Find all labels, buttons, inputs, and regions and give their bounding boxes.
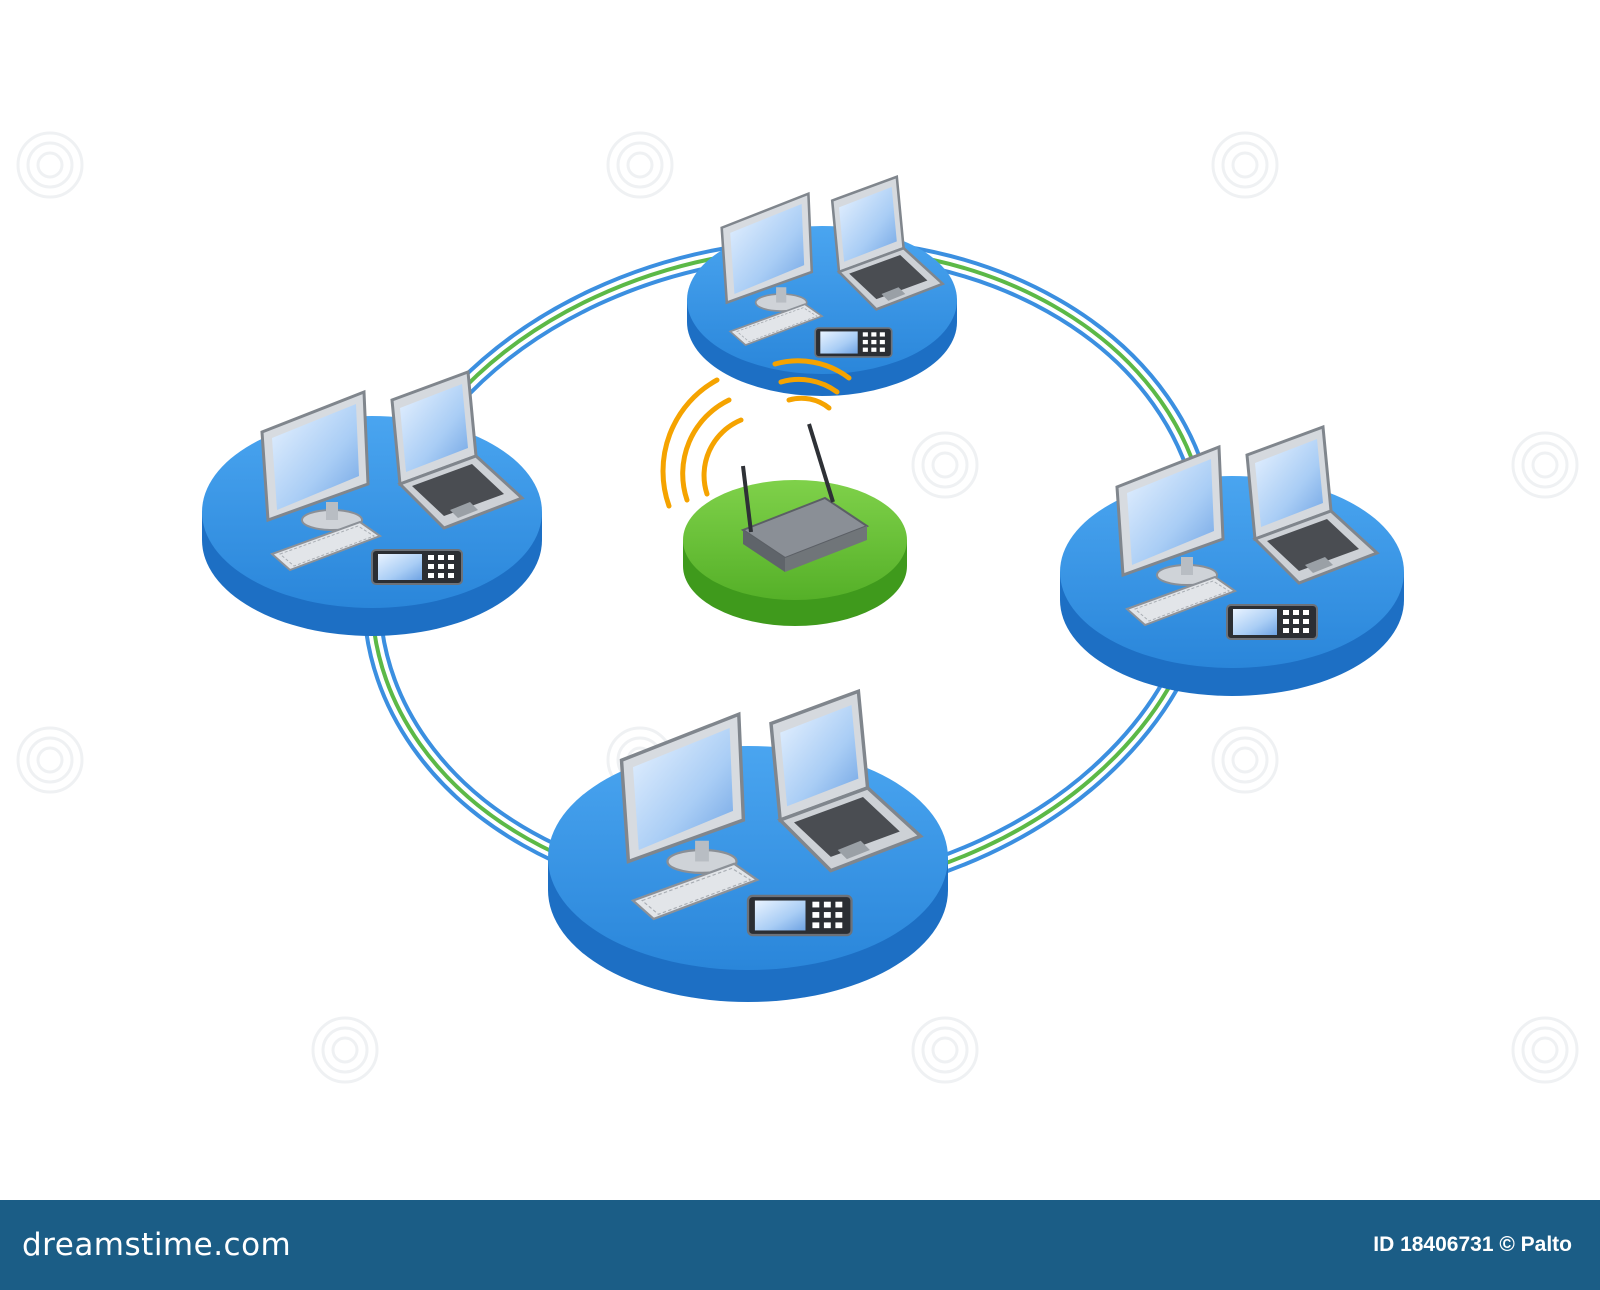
network-node-bottom — [548, 689, 948, 1002]
router-node — [660, 358, 907, 626]
brand-logo-text: dreamstime.com — [22, 1227, 292, 1263]
wireless-router-icon — [740, 423, 870, 572]
network-node-top — [687, 175, 957, 396]
image-credit: ID 18406731 © Palto — [1373, 1233, 1572, 1256]
network-illustration — [16, 131, 1579, 1084]
stock-footer-bar: dreamstime.com ID 18406731 © Palto — [0, 1200, 1600, 1290]
network-node-right — [1060, 425, 1404, 696]
network-node-left — [202, 370, 542, 636]
wifi-signal-icon — [660, 358, 852, 509]
